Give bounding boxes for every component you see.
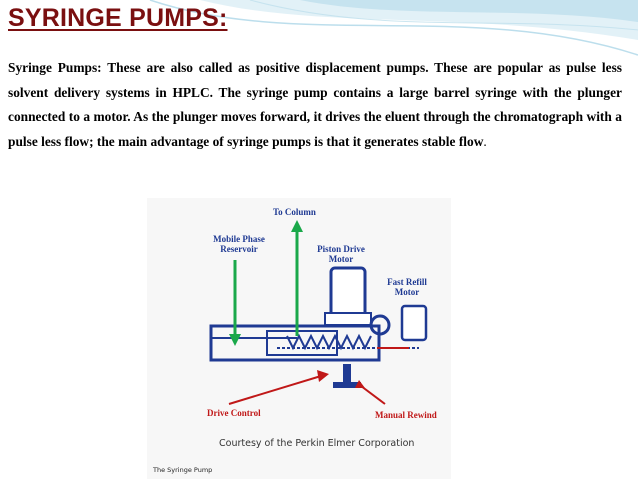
- manual-rewind-base: [333, 382, 361, 388]
- barrel-inner: [266, 330, 338, 356]
- figure-caption: The Syringe Pump: [153, 466, 213, 474]
- drive-control-arrowhead: [317, 370, 329, 382]
- syringe-pump-drawing: [209, 220, 428, 405]
- body-text-end: .: [483, 133, 487, 149]
- label-drive-control: Drive Control: [207, 408, 261, 418]
- slide-body-text: Syringe Pumps: These are also called as …: [8, 56, 622, 154]
- slide-title: SYRINGE PUMPS:: [8, 4, 228, 32]
- manual-rewind-knob: [343, 364, 351, 386]
- drive-control-arrow: [228, 375, 322, 405]
- manual-rewind-arrow: [360, 385, 386, 405]
- header-wave-decoration: [149, 0, 638, 56]
- reservoir-arrowhead: [229, 334, 241, 346]
- syringe-barrel: [209, 324, 381, 362]
- label-mobile-phase-reservoir: Mobile Phase Reservoir: [213, 234, 265, 254]
- syringe-pump-diagram: To Column Mobile Phase Reservoir Piston …: [147, 198, 451, 479]
- label-manual-rewind: Manual Rewind: [375, 410, 437, 420]
- to-column-arrowhead: [291, 220, 303, 232]
- label-fast-refill-motor: Fast Refill Motor: [387, 277, 427, 297]
- drive-gear: [369, 314, 391, 336]
- figure-courtesy: Courtesy of the Perkin Elmer Corporation: [219, 438, 415, 449]
- fast-refill-motor-body: [400, 304, 428, 342]
- piston-drive-motor-base: [324, 312, 372, 326]
- label-piston-drive-motor: Piston Drive Motor: [317, 244, 365, 264]
- label-to-column: To Column: [273, 207, 316, 217]
- piston-drive-motor-body: [329, 266, 367, 320]
- lead-screw: [286, 333, 372, 351]
- body-text-main: Syringe Pumps: These are also called as …: [8, 60, 622, 149]
- manual-rewind-arrowhead: [355, 380, 365, 388]
